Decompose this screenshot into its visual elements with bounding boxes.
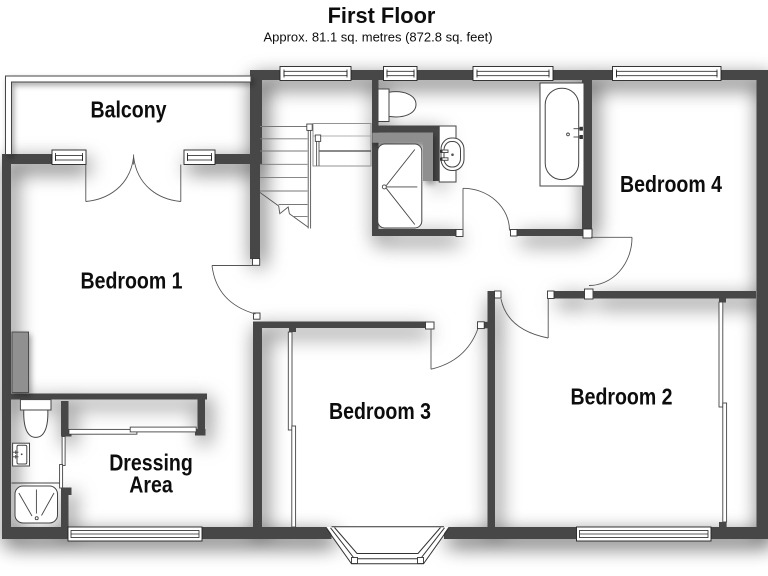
svg-text:Balcony: Balcony	[90, 97, 166, 123]
svg-text:Dressing: Dressing	[109, 450, 193, 476]
svg-text:Area: Area	[129, 472, 173, 498]
svg-text:Approx. 81.1 sq. metres (872.8: Approx. 81.1 sq. metres (872.8 sq. feet)	[263, 30, 492, 45]
svg-text:Bedroom 2: Bedroom 2	[570, 384, 672, 410]
svg-text:Bedroom 4: Bedroom 4	[620, 172, 722, 198]
svg-text:Bedroom 3: Bedroom 3	[329, 399, 431, 425]
svg-text:Bedroom 1: Bedroom 1	[80, 268, 182, 294]
svg-text:First Floor: First Floor	[328, 3, 436, 28]
